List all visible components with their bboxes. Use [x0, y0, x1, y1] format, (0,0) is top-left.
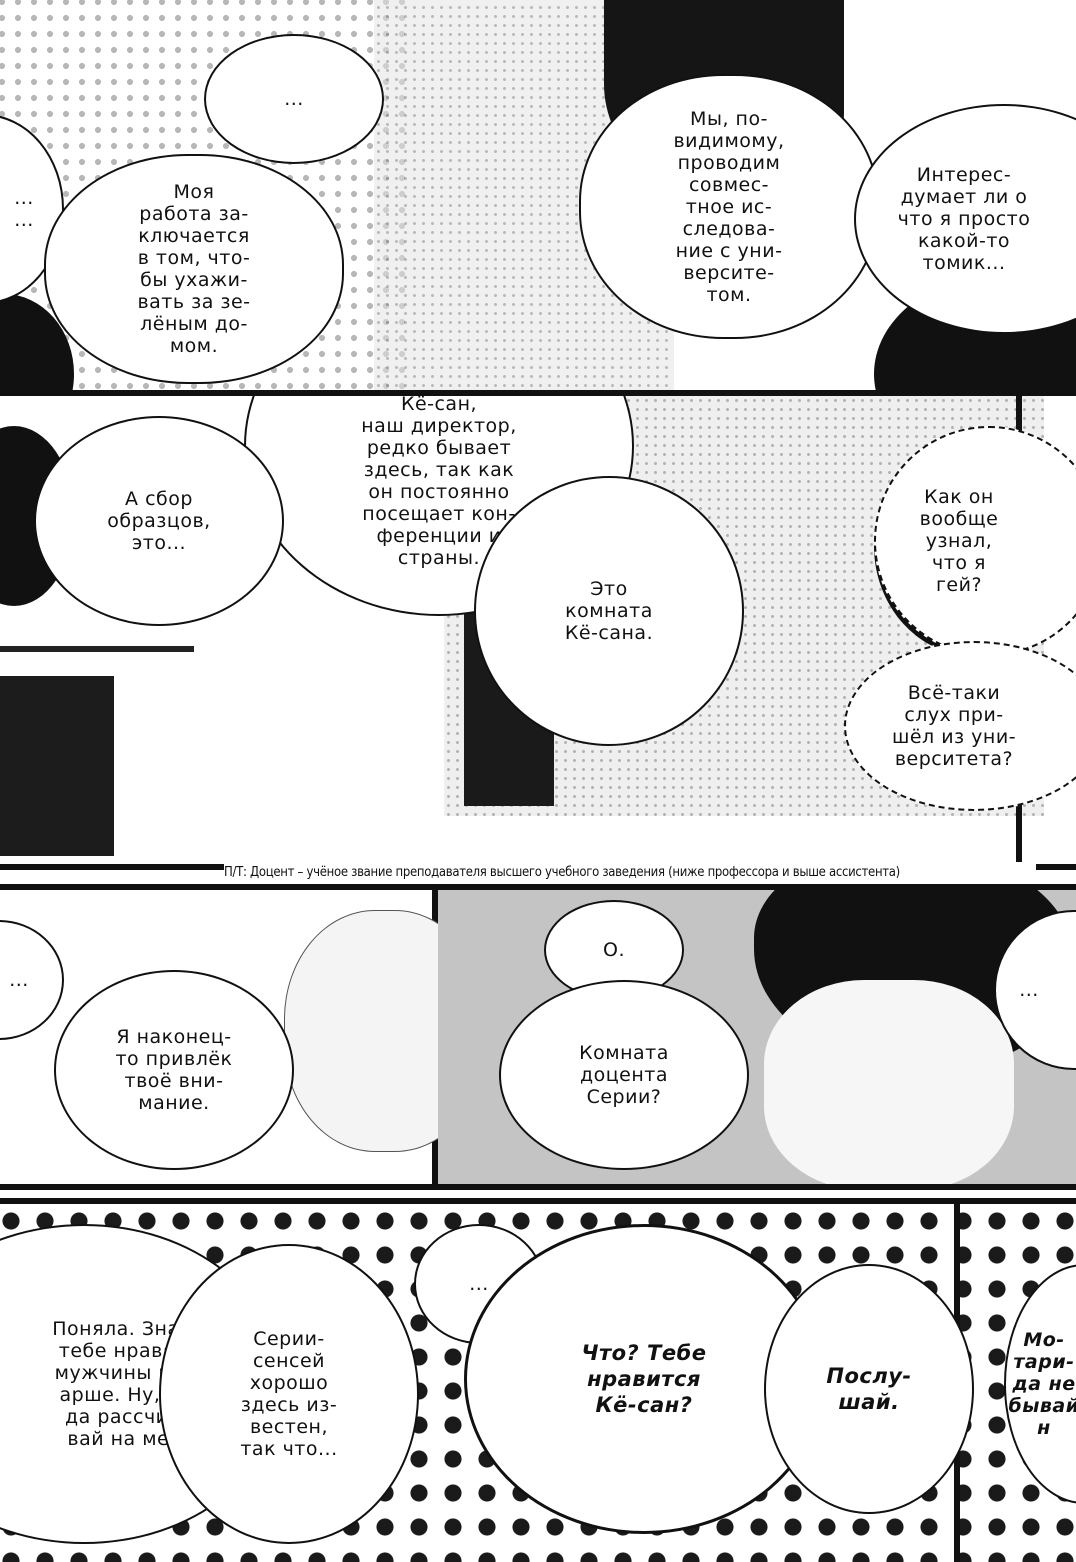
speech-text: Моя работа за- ключается в том, что- бы … [137, 181, 251, 357]
speech-text: ... [1019, 979, 1039, 1001]
speech-text: Мо- тари- да не бывай н [1008, 1329, 1076, 1439]
speech-text: ... ... [14, 187, 34, 231]
character-face-dark-haired [764, 980, 1014, 1184]
speech-text: Мы, по- видимому, проводим совмес- тное … [673, 107, 785, 306]
speech-text: Послу- шай. [826, 1364, 912, 1414]
speech-bubble-room: Это комната Кё-сана. [474, 476, 744, 746]
speech-bubble-rumor: Всё-таки слух при- шёл из уни- верситета… [844, 641, 1076, 811]
panel-1: ... ... ... Моя работа за- ключается в т… [0, 0, 1076, 396]
speech-text: Серии- сенсей хорошо здесь из- вестен, т… [240, 1328, 338, 1460]
speech-text: Кё-сан, наш директор, редко бывает здесь… [361, 396, 517, 569]
speech-bubble-research: Мы, по- видимому, проводим совмес- тное … [579, 74, 879, 339]
speech-text: ... [284, 88, 304, 110]
speech-text: Я наконец- то привлёк твоё вни- мание. [115, 1026, 233, 1114]
speech-bubble-right-partial: Интерес- думает ли о что я просто какой-… [854, 104, 1076, 334]
panel-4: Поняла. Значит тебе нравятся мужчины пос… [0, 1198, 1076, 1562]
speech-text: Это комната Кё-сана. [564, 578, 654, 644]
speech-text: А сбор образцов, это... [107, 488, 211, 554]
speech-text: Интерес- думает ли о что я просто какой-… [897, 164, 1031, 274]
translator-note: П/Т: Доцент – учёное звание преподавател… [224, 862, 1036, 884]
hallway-line [0, 646, 194, 652]
speech-text: ... [9, 969, 29, 991]
speech-text: Как он вообще узнал, что я гей? [919, 486, 999, 596]
wall-dark [0, 676, 114, 856]
speech-text: Всё-таки слух при- шёл из уни- верситета… [891, 682, 1017, 770]
speech-bubble-ellipsis: ... [204, 34, 384, 164]
panel-2: Кё-сан, наш директор, редко бывает здесь… [0, 396, 1076, 870]
speech-bubble-work: Моя работа за- ключается в том, что- бы … [44, 154, 344, 384]
panel-3: ... Я наконец- то привлёк твоё вни- мани… [0, 884, 1076, 1190]
speech-bubble-right-partial-p4: Мо- тари- да не бывай н [1004, 1264, 1076, 1504]
speech-text: ... [469, 1273, 489, 1295]
speech-bubble-know: Как он вообще узнал, что я гей? [874, 426, 1076, 656]
speech-bubble-serii: Серии- сенсей хорошо здесь из- вестен, т… [159, 1244, 419, 1544]
speech-bubble-samples: А сбор образцов, это... [34, 416, 284, 626]
speech-text: О. [603, 939, 625, 961]
speech-text: Что? Тебе нравится Кё-сан? [581, 1341, 707, 1417]
speech-bubble-listen: Послу- шай. [764, 1264, 974, 1514]
speech-bubble-attention: Я наконец- то привлёк твоё вни- мание. [54, 970, 294, 1170]
speech-text: Комната доцента Серии? [579, 1042, 669, 1108]
speech-bubble-docent: Комната доцента Серии? [499, 980, 749, 1170]
